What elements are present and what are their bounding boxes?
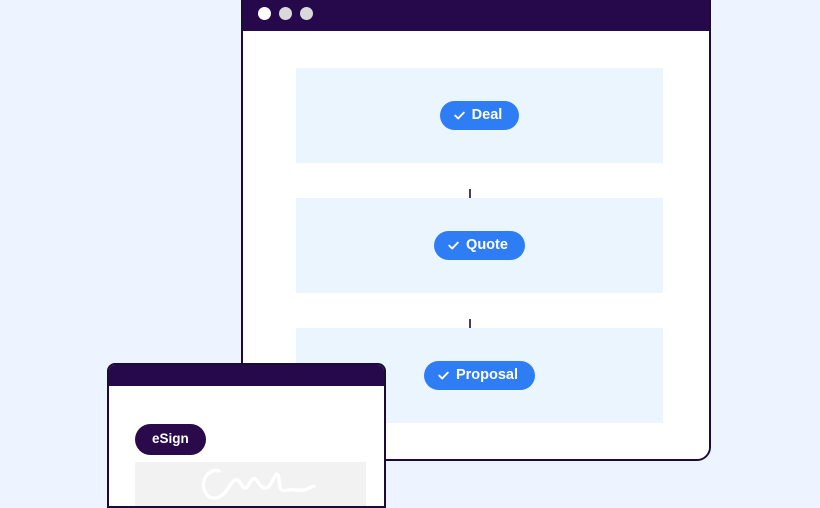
window-close-dot-icon[interactable] <box>258 7 271 20</box>
window-minimize-dot-icon[interactable] <box>279 7 292 20</box>
stage-row-quote: Quote <box>296 198 663 293</box>
check-icon <box>453 109 466 122</box>
esign-badge[interactable]: eSign <box>135 424 206 455</box>
stage-pill-quote-label: Quote <box>466 236 508 253</box>
check-icon <box>437 369 450 382</box>
stage-pill-deal[interactable]: Deal <box>439 100 520 131</box>
signature-scribble-icon <box>195 462 320 506</box>
stage-pill-deal-label: Deal <box>471 106 503 123</box>
window-maximize-dot-icon[interactable] <box>300 7 313 20</box>
esign-window-titlebar <box>109 365 384 386</box>
stage-pill-proposal[interactable]: Proposal <box>423 360 536 391</box>
stage-pill-proposal-label: Proposal <box>455 366 519 383</box>
workflow-window-titlebar <box>243 0 709 31</box>
esign-window-body: eSign <box>109 386 384 506</box>
stage-row-deal: Deal <box>296 68 663 163</box>
stage-pill-quote[interactable]: Quote <box>434 230 525 261</box>
esign-badge-label: eSign <box>152 431 189 446</box>
signature-field[interactable] <box>135 462 366 506</box>
check-icon <box>447 239 460 252</box>
esign-window: eSign <box>107 363 386 508</box>
